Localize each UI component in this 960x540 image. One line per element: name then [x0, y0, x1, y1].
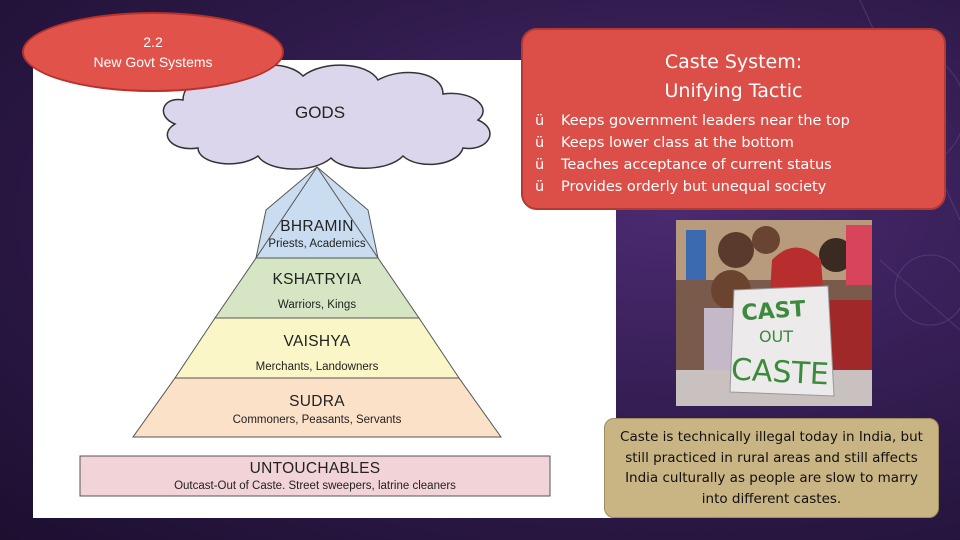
protest-sign	[729, 285, 835, 397]
gods-label: GODS	[295, 103, 345, 122]
check-icon: ü	[535, 113, 545, 129]
section-number: 2.2	[143, 34, 163, 50]
tier-name-sudra: SUDRA	[289, 393, 345, 410]
check-icon: ü	[535, 179, 545, 195]
protest-photo: CAST OUT CASTE	[676, 220, 872, 406]
bullet-text: Keeps government leaders near the top	[561, 113, 850, 129]
section-oval: 2.2 New Govt Systems	[22, 12, 284, 92]
protest-photo-illustration: CAST OUT CASTE	[676, 220, 872, 406]
tier-sub-kshatryia: Warriors, Kings	[278, 299, 356, 311]
tier-sub-sudra: Commoners, Peasants, Servants	[233, 414, 402, 426]
tier-name-kshatryia: KSHATRYIA	[272, 271, 361, 288]
bullet-list: ü Keeps government leaders near the top ü…	[535, 110, 944, 198]
tier-sub-bhramin: Priests, Academics	[268, 238, 365, 250]
tier-untouchables	[79, 455, 551, 497]
sign-line2: OUT	[759, 327, 793, 346]
check-icon: ü	[535, 135, 545, 151]
tier-name-untouchables: UNTOUCHABLES	[250, 460, 381, 477]
tier-sudra	[132, 377, 502, 438]
bullet-text: Keeps lower class at the bottom	[561, 135, 794, 151]
sign-line3: CASTE	[730, 352, 829, 392]
list-item: ü Keeps lower class at the bottom	[535, 132, 944, 154]
section-title: New Govt Systems	[93, 54, 213, 70]
tier-name-vaishya: VAISHYA	[284, 333, 351, 350]
list-item: ü Provides orderly but unequal society	[535, 176, 944, 198]
caste-pyramid-diagram: GODS BHRAMIN Priests, Academics KSHATRYI…	[79, 64, 551, 497]
tier-name-bhramin: BHRAMIN	[280, 218, 354, 235]
check-icon: ü	[535, 157, 545, 173]
tier-sub-vaishya: Merchants, Landowners	[256, 361, 379, 373]
list-item: ü Keeps government leaders near the top	[535, 110, 944, 132]
gods-cloud: GODS	[162, 64, 491, 170]
caste-system-box: Caste System: Unifying Tactic ü Keeps gov…	[521, 28, 946, 210]
box-title: Caste System: Unifying Tactic	[523, 48, 944, 106]
note-box: Caste is technically illegal today in In…	[604, 418, 939, 518]
bullet-text: Teaches acceptance of current status	[561, 157, 832, 173]
tier-sub-untouchables: Outcast-Out of Caste. Street sweepers, l…	[174, 480, 456, 492]
list-item: ü Teaches acceptance of current status	[535, 154, 944, 176]
box-title-line2: Unifying Tactic	[664, 80, 803, 102]
sign-line1: CAST	[741, 297, 807, 326]
bullet-text: Provides orderly but unequal society	[561, 179, 827, 195]
note-text: Caste is technically illegal today in In…	[620, 429, 923, 507]
pyramid-panel: GODS BHRAMIN Priests, Academics KSHATRYI…	[33, 60, 616, 518]
box-title-line1: Caste System:	[664, 51, 803, 73]
